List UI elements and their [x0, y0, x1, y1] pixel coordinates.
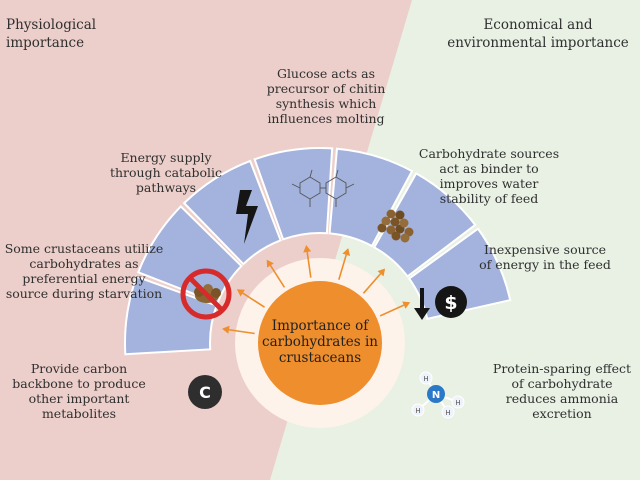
arrow-line: [306, 251, 312, 278]
hydrogen-atom-label: H: [423, 375, 428, 383]
center-label: Importance of carbohydrates in crustacea…: [262, 318, 378, 366]
ring-segment: [407, 227, 512, 321]
ring-segment: [124, 275, 218, 356]
ring-segment: [253, 147, 334, 241]
segment-label: Energy supply through catabolic pathways: [109, 150, 223, 195]
down-arrow-dollar-icon: $: [414, 286, 467, 320]
center-circle: [258, 281, 382, 405]
carbon-icon: C: [188, 375, 222, 409]
arrow-head: [342, 248, 351, 256]
arrow-head: [266, 259, 274, 268]
segment-label: Some crustaceans utilize carbohydrates a…: [4, 241, 164, 301]
ring-segment: [372, 172, 477, 278]
segment-label: Carbohydrate sources act as binder to im…: [418, 146, 560, 206]
hydrogen-atom-label: H: [445, 409, 450, 417]
arrow-line: [362, 273, 382, 294]
arrow-head: [402, 301, 411, 309]
arrow-head: [236, 289, 245, 297]
arrow-line: [242, 292, 265, 308]
arrow-head: [222, 325, 230, 334]
no-food-icon: [180, 268, 232, 320]
segment-label: Protein-sparing effect of carbohydrate r…: [492, 361, 632, 421]
arrow-line: [228, 328, 255, 335]
economical-header: Economical and environmental importance: [447, 17, 629, 51]
hydrogen-atom-label: H: [415, 407, 420, 415]
ring-segment: [136, 205, 243, 305]
arrow-head: [303, 244, 312, 253]
segment-label: Provide carbon backbone to produce other…: [12, 361, 146, 421]
arrow-group: [222, 244, 411, 335]
arrow-line: [269, 265, 286, 288]
segment-label: Glucose acts as precursor of chitin synt…: [266, 66, 386, 126]
ammonia-molecule-icon: N H H H H: [411, 371, 465, 419]
carbon-glyph: C: [199, 383, 211, 402]
arrow-head: [377, 268, 386, 277]
lightning-icon: [236, 190, 258, 244]
dollar-glyph: $: [444, 292, 457, 314]
feed-pellets-icon: [377, 209, 414, 243]
arrow-line: [379, 304, 405, 317]
segment-label: Inexpensive source of energy in the feed: [479, 242, 611, 272]
icon-group: C: [180, 169, 467, 419]
ring-segment: [182, 159, 282, 266]
chitin-structure-icon: [291, 169, 355, 207]
nitrogen-atom-label: N: [432, 390, 440, 401]
hydrogen-atom-label: H: [455, 399, 460, 407]
ring-segment: [328, 147, 414, 248]
segment-ring: [124, 147, 512, 356]
physiological-header: Physiological importance: [6, 17, 97, 51]
arrow-line: [338, 254, 348, 280]
